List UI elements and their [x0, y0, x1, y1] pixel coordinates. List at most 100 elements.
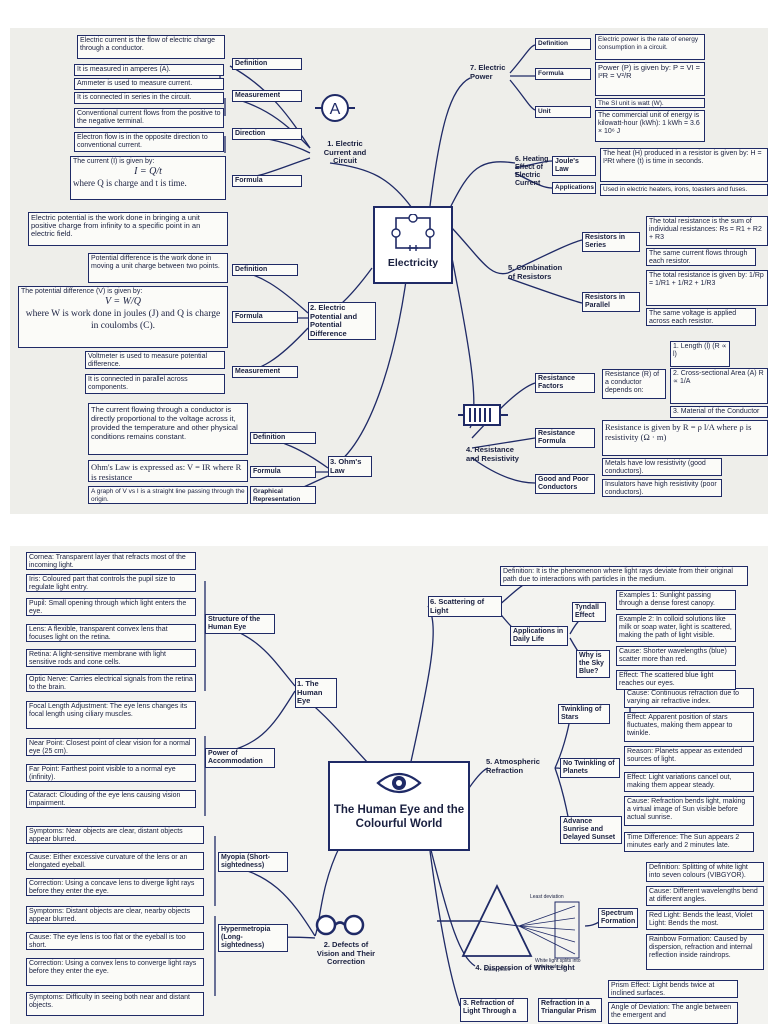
b2-def-text-1: Electric potential is the work done in b…: [28, 212, 228, 246]
cataract-text: Cataract: Clouding of the eye lens causi…: [26, 790, 196, 808]
eye-icon: [376, 772, 422, 794]
hypermetropia-label: Hypermetropia (Long-sightedness): [218, 924, 288, 952]
center-node-electricity: Electricity: [373, 206, 453, 284]
b1-structure-label: Structure of the Human Eye: [205, 614, 275, 634]
b2-definition-label: Definition: [232, 264, 298, 276]
branch-atmospheric-refraction: 5. Atmospheric Refraction: [486, 757, 540, 775]
b1-direction-label: Direction: [232, 128, 302, 140]
b7-unit-text-1: The SI unit is watt (W).: [595, 98, 705, 108]
sky-blue-cause: Cause: Shorter wavelengths (blue) scatte…: [616, 646, 736, 666]
b1-formula-label: Formula: [232, 175, 302, 187]
branch-combination-resistors: 5. Combination of Resistors: [508, 263, 563, 281]
b2-meas-text-1: Voltmeter is used to measure potential d…: [85, 351, 225, 369]
angle-of-deviation-text: Angle of Deviation: The angle between th…: [608, 1002, 738, 1024]
b1-definition-label: Definition: [232, 58, 302, 70]
white-light-caption: White light splits into seven colours: [535, 958, 581, 970]
tyndall-example-1: Examples 1: Sunlight passing through a d…: [616, 590, 736, 610]
hyper-symptoms: Symptoms: Distant objects are clear, nea…: [26, 906, 204, 924]
prism-effect-text: Prism Effect: Light bends twice at incli…: [608, 980, 738, 998]
branch-refraction-prism: 3. Refraction of Light Through a: [460, 998, 528, 1022]
iris-text: Iris: Coloured part that controls the pu…: [26, 574, 196, 592]
deviation-caption: Least deviation: [530, 894, 564, 900]
retina-text: Retina: A light-sensitive membrane with …: [26, 649, 196, 667]
b5-parallel-text-1: The total resistance is given by: 1/Rp =…: [646, 270, 768, 306]
b1-formula-eq: I = Q/t: [134, 166, 162, 177]
prism-caption: Glass prism: [484, 967, 510, 973]
glasses-icon: [310, 910, 370, 940]
b7-definition-text: Electric power is the rate of energy con…: [595, 34, 705, 60]
twinkling-stars-label: Twinkling of Stars: [558, 704, 610, 724]
b7-formula-label: Formula: [535, 68, 591, 80]
myopia-label: Myopia (Short-sightedness): [218, 852, 288, 872]
b2-formula-box: The potential difference (V) is given by…: [18, 286, 228, 348]
b1-dir-text-1: Conventional current flows from the posi…: [74, 108, 224, 128]
ammeter-icon: A: [315, 88, 355, 128]
b1-power-label: Power of Accommodation: [205, 748, 275, 768]
b6-applications-text: Used in electric heaters, irons, toaster…: [600, 184, 768, 196]
branch-electric-potential: 2. Electric Potential and Potential Diff…: [308, 302, 376, 340]
b5-parallel-label: Resistors in Parallel: [582, 292, 640, 312]
b2-def-text-2: Potential difference is the work done in…: [88, 253, 228, 283]
b5-series-text-2: The same current flows through each resi…: [646, 248, 756, 266]
b3-formula-label: Formula: [250, 466, 316, 478]
tyndall-example-2: Example 2: In colloid solutions like mil…: [616, 614, 736, 642]
applications-daily-life-label: Applications in Daily Life: [510, 626, 568, 646]
b1-meas-text-2: Ammeter is used to measure current.: [74, 78, 224, 90]
b3-graph-label: Graphical Representation: [250, 486, 316, 504]
b2-meas-text-2: It is connected in parallel across compo…: [85, 374, 225, 394]
twinkling-effect: Effect: Apparent position of stars fluct…: [624, 712, 754, 742]
b1-definition-text: Electric current is the flow of electric…: [77, 35, 225, 59]
dispersion-cause: Cause: Different wavelengths bend at dif…: [646, 886, 764, 906]
why-sky-blue-label: Why is the Sky Blue?: [576, 650, 610, 678]
b1-dir-text-2: Electron flow is in the opposite directi…: [74, 132, 224, 152]
spectrum-formation-label: Spectrum Formation: [598, 908, 638, 928]
b6-joules-label: Joule's Law: [552, 156, 596, 176]
refraction-triangular-label: Refraction in a Triangular Prism: [538, 998, 602, 1022]
branch-electric-current: 1. Electric Current and Circuit: [323, 139, 367, 165]
b1-meas-text-3: It is connected in series in the circuit…: [74, 92, 224, 104]
branch-dispersion: 4. Dispersion of White Light: [475, 963, 575, 972]
human-eye-mindmap-page: The Human Eye and the Colourful World Gl…: [10, 546, 768, 1024]
b4-formula-text: Resistance is given by R = ρ l/A where ρ…: [602, 420, 768, 456]
resistor-icon: [458, 400, 508, 430]
b5-series-text-1: The total resistance is the sum of indiv…: [646, 216, 768, 246]
scattering-definition: Definition: It is the phenomenon where l…: [500, 566, 748, 586]
cornea-text: Cornea: Transparent layer that refracts …: [26, 552, 196, 570]
hyper-correction: Correction: Using a convex lens to conve…: [26, 958, 204, 986]
sunrise-cause: Cause: Refraction bends light, making a …: [624, 796, 754, 826]
rainbow-formation: Rainbow Formation: Caused by dispersion,…: [646, 934, 764, 970]
optic-nerve-text: Optic Nerve: Carries electrical signals …: [26, 674, 196, 692]
lens-text: Lens: A flexible, transparent convex len…: [26, 624, 196, 642]
branch-electric-power: 7. Electric Power: [470, 63, 506, 81]
b2-formula-text-2: where W is work done in joules (J) and Q…: [25, 309, 221, 331]
branch-human-eye: 1. The Human Eye: [295, 678, 337, 708]
b4-formula-label: Resistance Formula: [535, 428, 595, 448]
no-twinkling-planets-label: No Twinkling of Planets: [560, 758, 620, 778]
b4-conductors-label: Good and Poor Conductors: [535, 474, 595, 494]
branch-resistance: 4. Resistance and Resistivity: [466, 445, 519, 463]
branch-scattering: 6. Scattering of Light: [428, 596, 502, 617]
connector-lines: [219, 44, 583, 499]
presbyopia-symptoms: Symptoms: Difficulty in seeing both near…: [26, 992, 204, 1016]
branch-heating-effect: 6. Heating Effect of Electric Current: [515, 156, 549, 187]
near-point-text: Near Point: Closest point of clear visio…: [26, 738, 196, 756]
b7-unit-label: Unit: [535, 106, 591, 118]
b2-formula-eq: V = W/Q: [104, 296, 141, 307]
b6-applications-label: Applications: [552, 182, 596, 194]
b3-formula-text: Ohm's Law is expressed as: V = IR where …: [88, 460, 248, 482]
b2-formula-label: Formula: [232, 311, 298, 323]
myopia-cause: Cause: Either excessive curvature of the…: [26, 852, 204, 870]
b5-parallel-text-2: The same voltage is applied across each …: [646, 308, 756, 326]
myopia-symptoms: Symptoms: Near objects are clear, distan…: [26, 826, 204, 844]
hyper-cause: Cause: The eye lens is too flat or the e…: [26, 932, 204, 950]
b7-formula-text: Power (P) is given by: P = VI = I²R = V²…: [595, 62, 705, 96]
b2-measurement-label: Measurement: [232, 366, 298, 378]
sunrise-time-difference: Time Difference: The Sun appears 2 minut…: [624, 832, 754, 852]
b3-graph-text: A graph of V vs I is a straight line pas…: [88, 486, 248, 504]
b2-formula-text-1: The potential difference (V) is given by…: [21, 288, 143, 295]
b3-definition-label: Definition: [250, 432, 316, 444]
center-title-2: The Human Eye and the Colourful World: [333, 804, 465, 830]
pupil-text: Pupil: Small opening through which light…: [26, 598, 196, 616]
tyndall-effect-label: Tyndall Effect: [572, 602, 606, 622]
branch-ohms-law: 3. Ohm's Law: [328, 456, 372, 477]
